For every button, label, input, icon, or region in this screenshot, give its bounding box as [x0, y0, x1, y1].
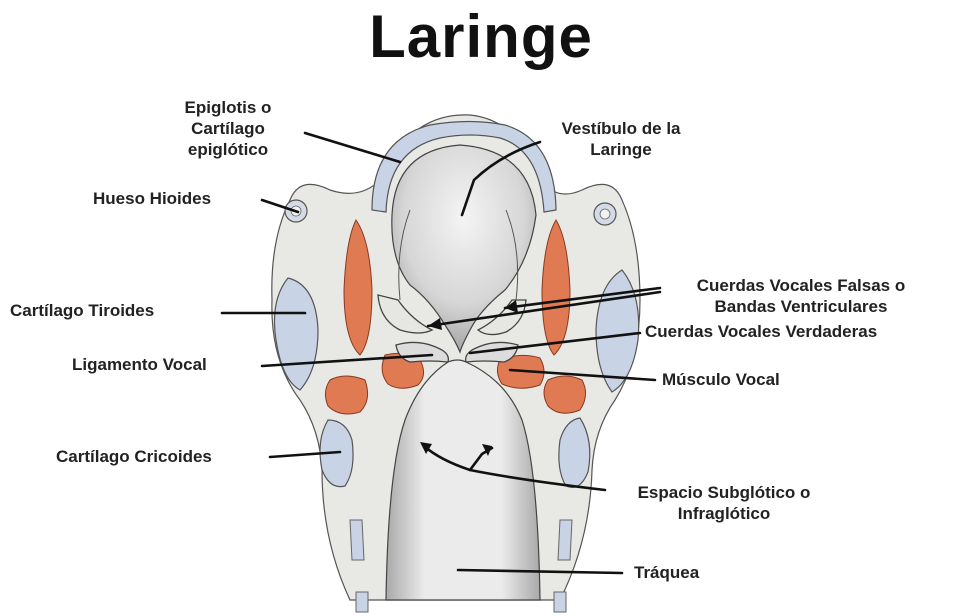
- label-subglotico: Espacio Subglótico o Infraglótico: [604, 482, 844, 524]
- label-epiglotis: Epiglotis o Cartílago epiglótico: [168, 97, 288, 160]
- label-verdaderas: Cuerdas Vocales Verdaderas: [645, 321, 877, 342]
- label-cricoides: Cartílago Cricoides: [56, 446, 212, 467]
- label-ligamento: Ligamento Vocal: [72, 354, 207, 375]
- label-tiroides: Cartílago Tiroides: [10, 300, 154, 321]
- label-falsas: Cuerdas Vocales Falsas o Bandas Ventricu…: [656, 275, 946, 317]
- pointer-epiglotis: [305, 133, 400, 162]
- label-musculo: Músculo Vocal: [662, 369, 780, 390]
- label-hioides: Hueso Hioides: [93, 188, 211, 209]
- label-traquea: Tráquea: [634, 562, 699, 583]
- label-vestibulo: Vestíbulo de la Laringe: [536, 118, 706, 160]
